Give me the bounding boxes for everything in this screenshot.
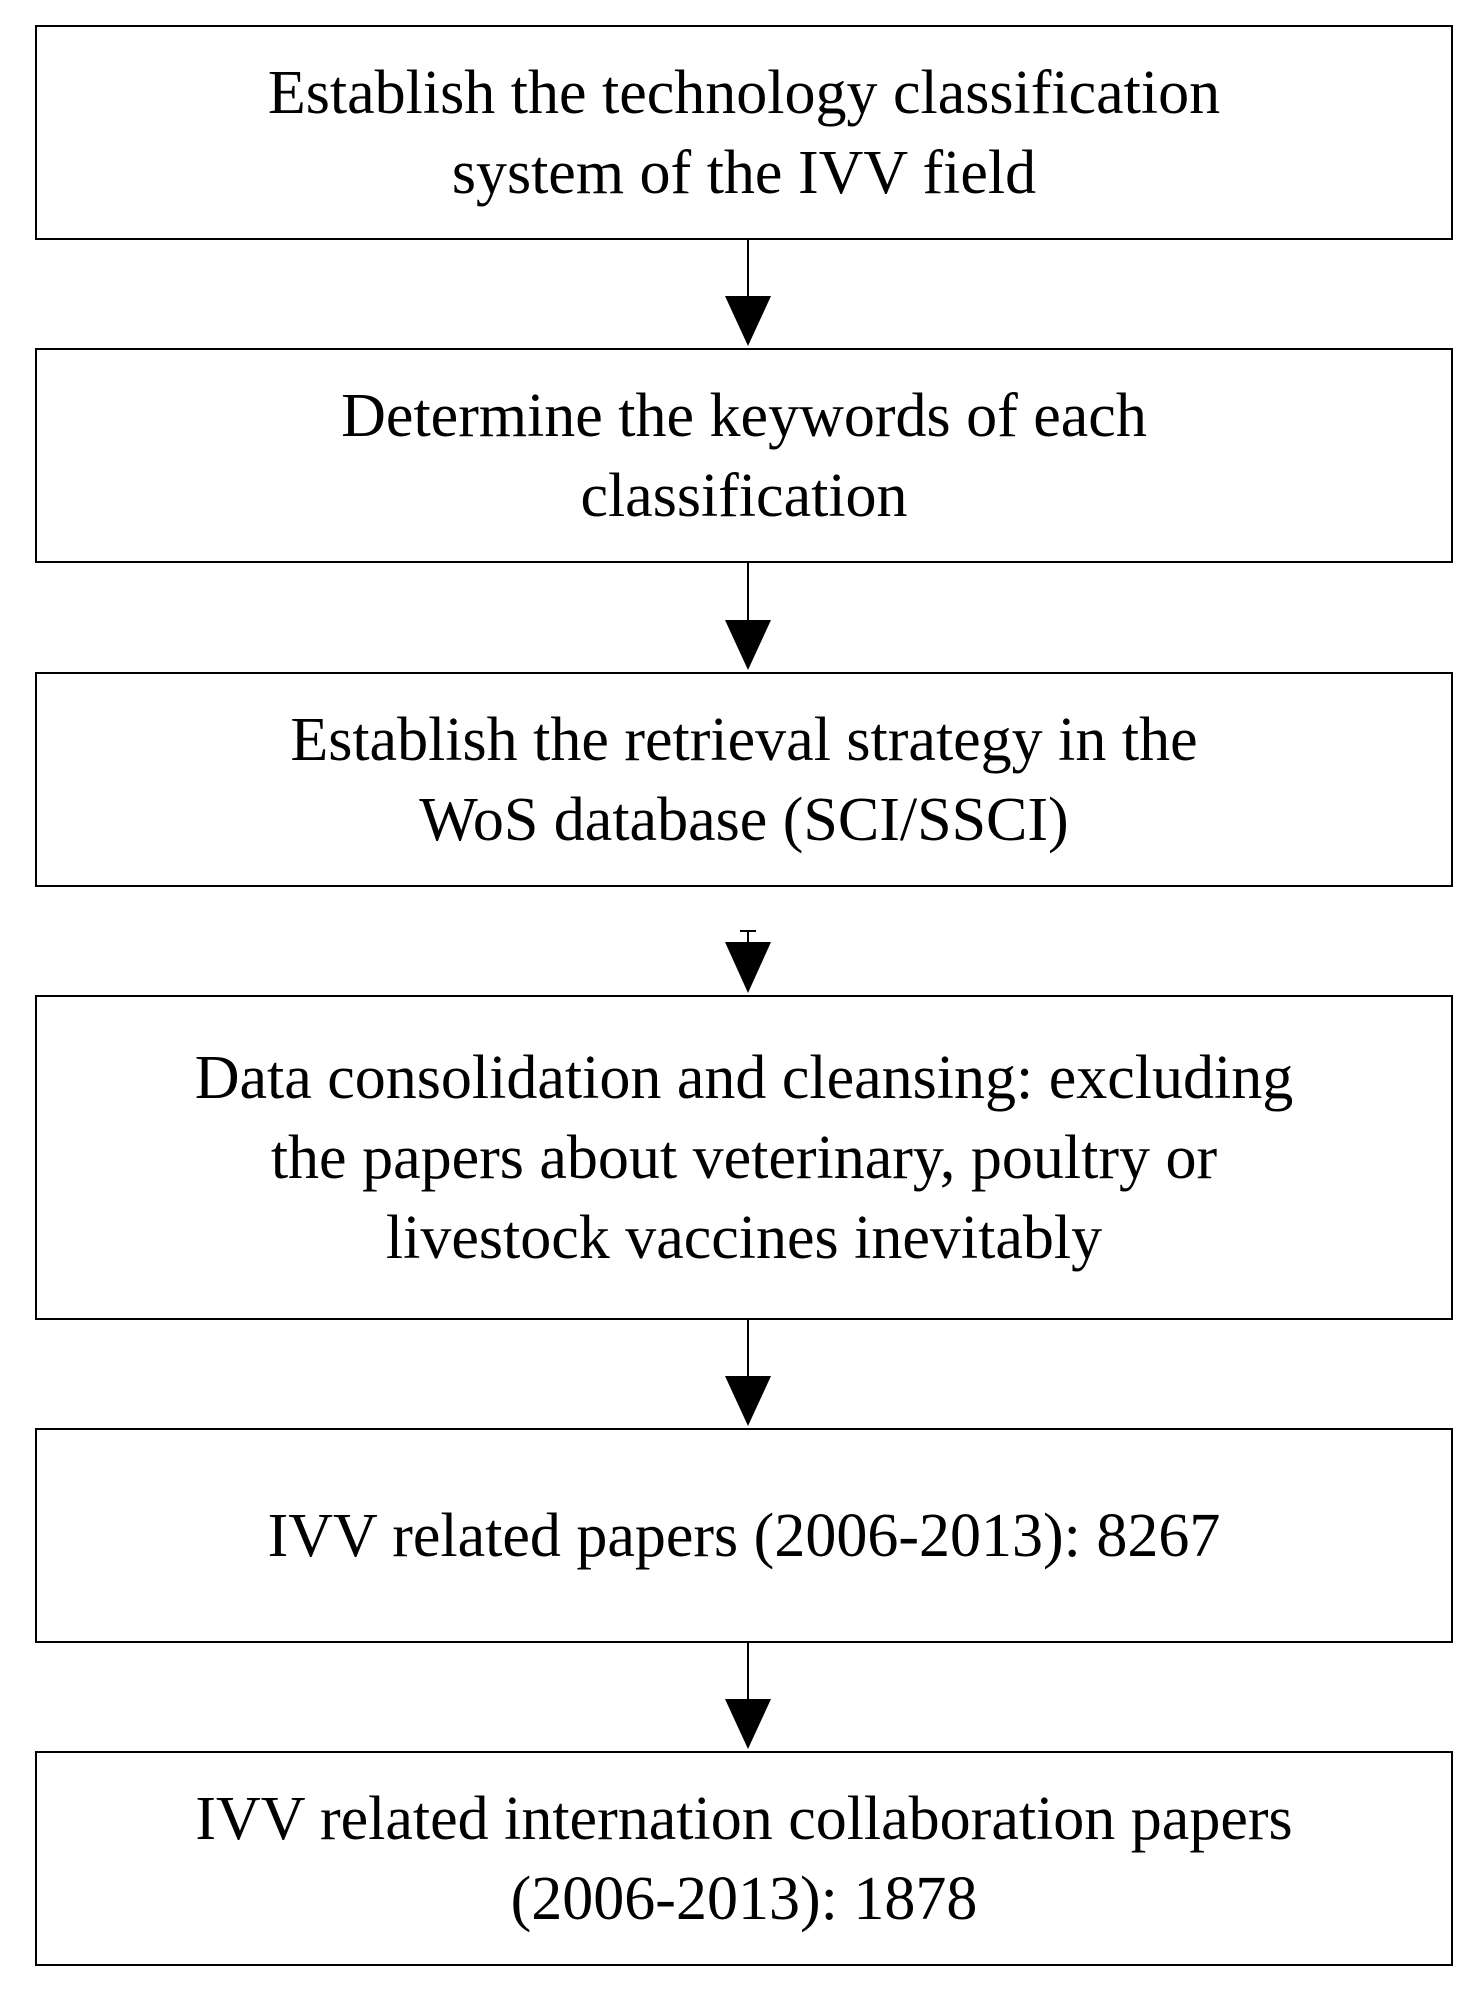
flow-step-2: Determine the keywords of each classific… xyxy=(35,348,1453,563)
arrow-down-icon xyxy=(725,563,771,670)
flow-step-5: IVV related papers (2006-2013): 8267 xyxy=(35,1428,1453,1643)
flow-step-4-text: Data consolidation and cleansing: exclud… xyxy=(194,1043,1294,1272)
flow-step-3-text: Establish the retrieval strategy in the … xyxy=(290,705,1198,854)
flow-arrow-4 xyxy=(718,1320,778,1428)
arrow-down-icon xyxy=(725,1643,771,1749)
flow-arrow-3 xyxy=(718,930,778,995)
flow-arrow-5 xyxy=(718,1643,778,1751)
flow-step-3: Establish the retrieval strategy in the … xyxy=(35,672,1453,887)
arrow-down-icon xyxy=(725,1320,771,1426)
flow-step-6-text: IVV related internation collaboration pa… xyxy=(195,1784,1293,1933)
flow-step-1: Establish the technology classification … xyxy=(35,25,1453,240)
arrow-down-icon xyxy=(725,240,771,346)
flow-arrow-1 xyxy=(718,240,778,348)
flow-step-2-text: Determine the keywords of each classific… xyxy=(341,381,1147,530)
flow-arrow-2 xyxy=(718,563,778,672)
flow-step-5-text: IVV related papers (2006-2013): 8267 xyxy=(267,1501,1221,1570)
flow-step-1-text: Establish the technology classification … xyxy=(267,58,1221,207)
flow-step-6: IVV related internation collaboration pa… xyxy=(35,1751,1453,1966)
arrow-down-icon xyxy=(725,930,771,993)
flow-step-4: Data consolidation and cleansing: exclud… xyxy=(35,995,1453,1320)
